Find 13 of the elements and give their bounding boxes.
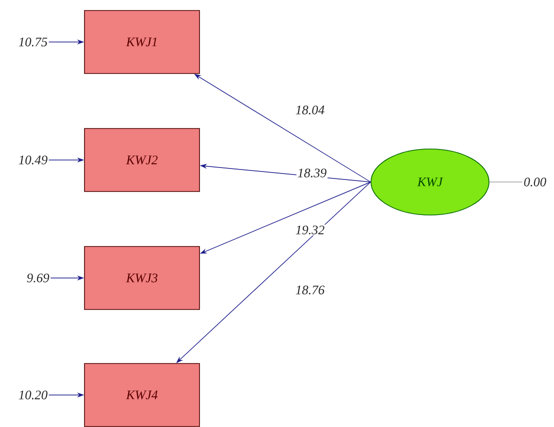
- observed-variable-box: KWJ4: [84, 363, 200, 427]
- edge-label: 18.39: [296, 168, 328, 178]
- observed-variable-box: KWJ1: [84, 10, 200, 74]
- error-value: 10.49: [18, 156, 48, 164]
- error-value: 9.69: [27, 274, 50, 282]
- observed-variable-box: KWJ3: [84, 246, 200, 310]
- edge-label: 18.76: [294, 284, 326, 296]
- edge-label: 19.32: [294, 224, 326, 236]
- observed-variable-box: KWJ2: [84, 128, 200, 192]
- error-value: 0.00: [524, 178, 546, 186]
- error-value: 10.75: [18, 38, 48, 46]
- edge-label: 18.04: [294, 104, 326, 116]
- error-value: 10.20: [18, 390, 48, 400]
